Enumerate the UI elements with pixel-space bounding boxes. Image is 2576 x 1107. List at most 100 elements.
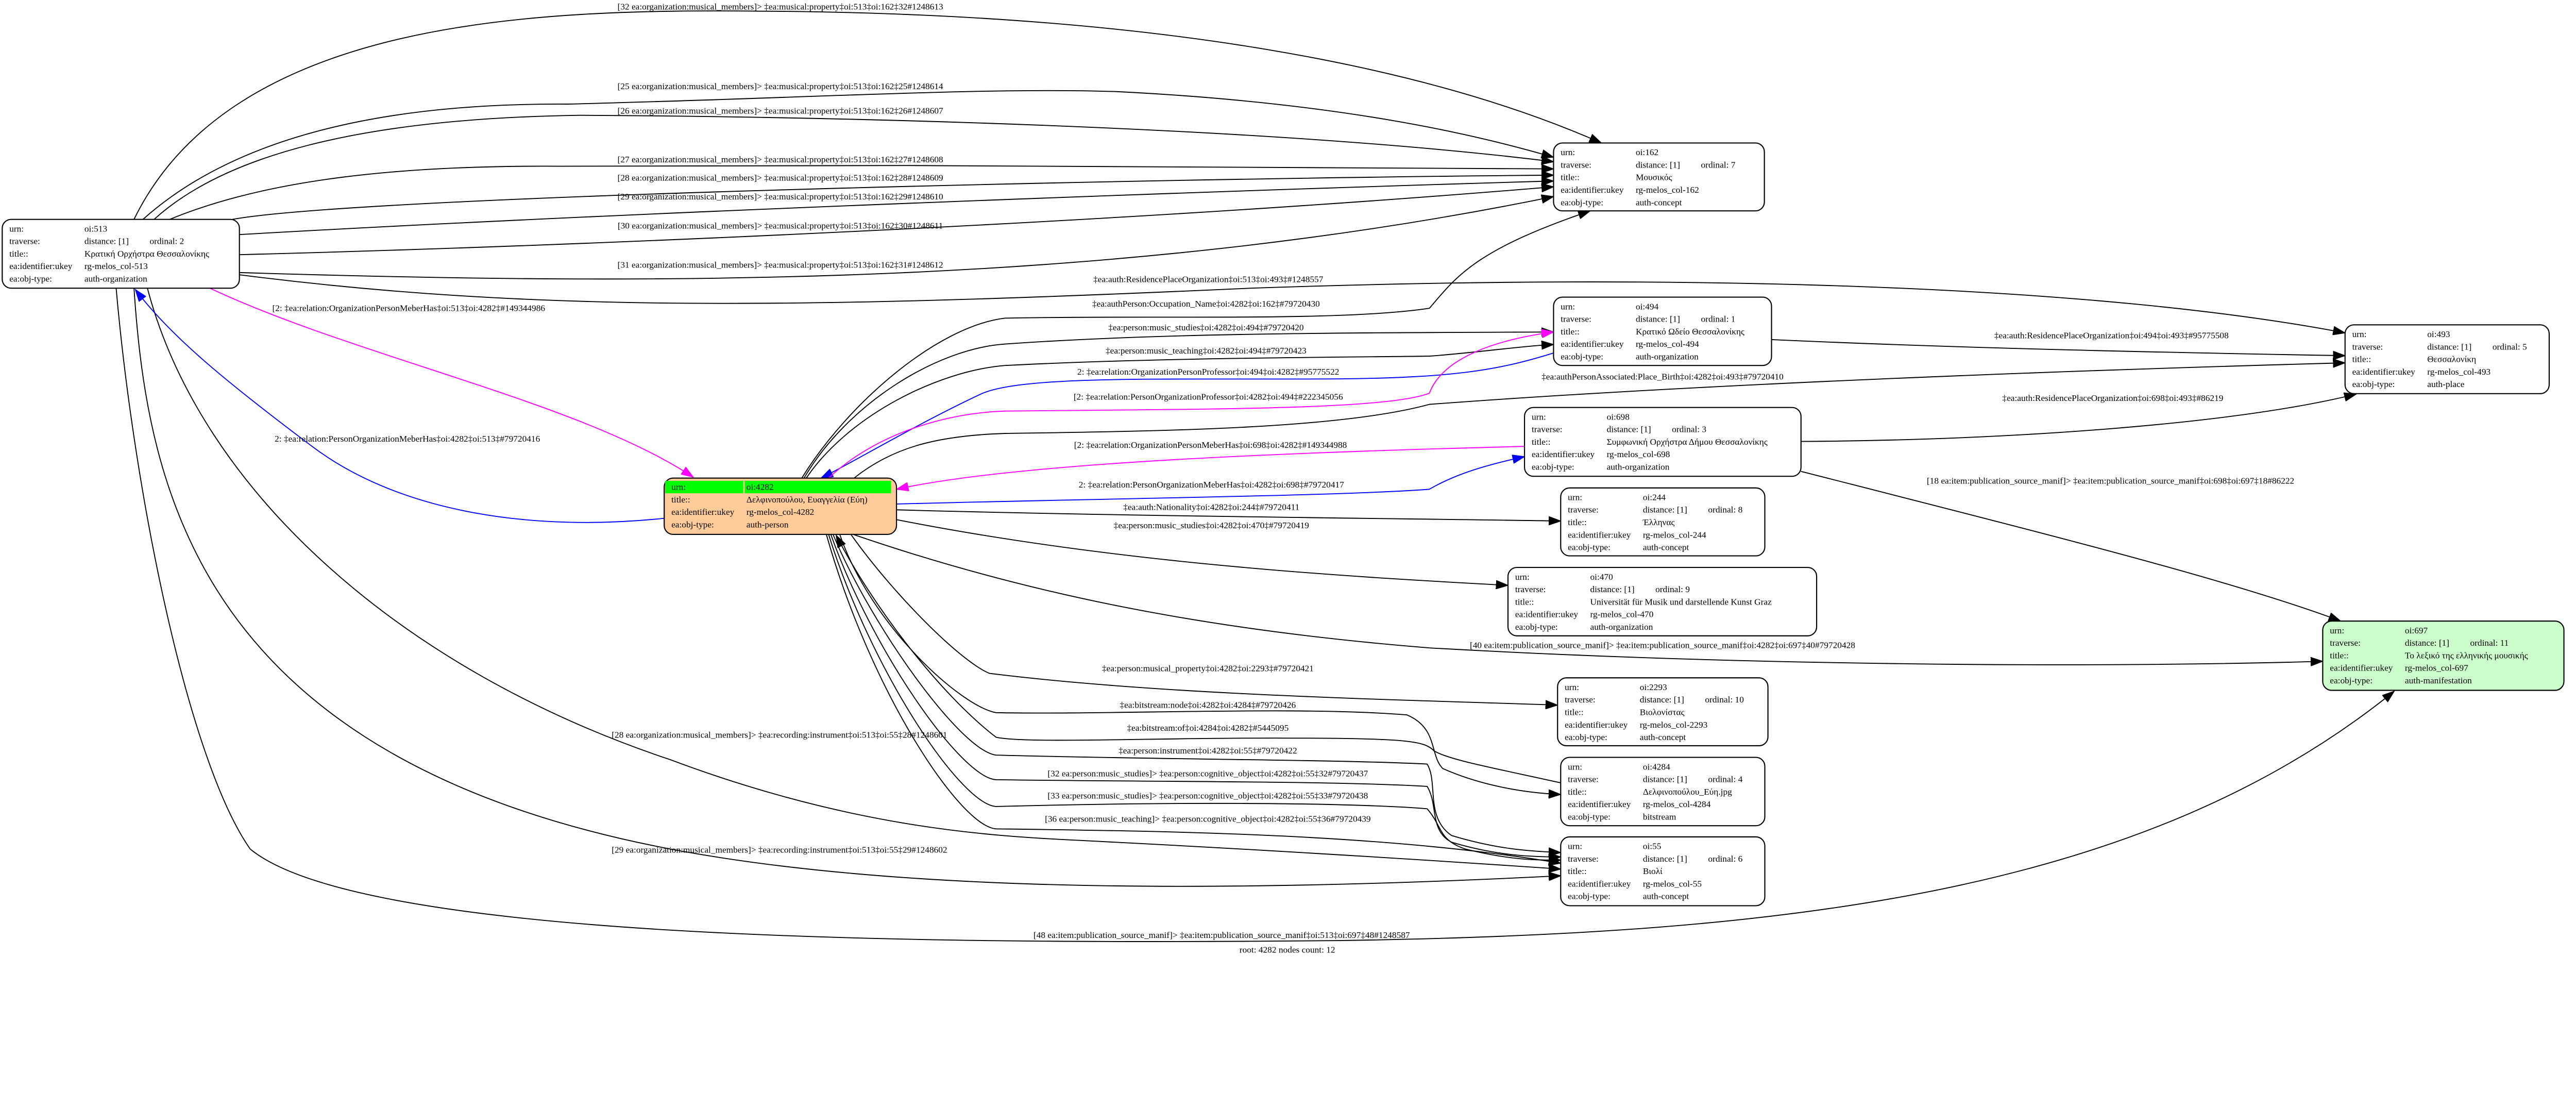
field-label-ukey: ea:identifier:ukey [1561, 339, 1624, 349]
field-value-distance: distance: [1] [84, 237, 129, 246]
edge-label: 2: ‡ea:relation:PersonOrganizationMeberH… [1079, 480, 1344, 490]
field-label-title: title:: [1515, 597, 1534, 607]
edge-513-to-162[interactable] [142, 90, 1553, 220]
field-value-ukey: rg-melos_col-4284 [1643, 799, 1711, 809]
edge-label: [30 ea:organization:musical_members]> ‡e… [618, 221, 943, 230]
edges-layer [115, 10, 2394, 942]
edge-4282-to-4284[interactable] [839, 534, 1561, 795]
node-box [2344, 324, 2550, 394]
root-highlight-label [665, 480, 743, 494]
field-value-title: Universität für Musik und darstellende K… [1590, 597, 1772, 607]
field-label-traverse: traverse: [9, 237, 40, 246]
edge-4282-to-55[interactable] [830, 534, 1561, 857]
edge-513-to-55[interactable] [147, 288, 1561, 869]
edge-513-to-162[interactable] [154, 114, 1553, 220]
edge-698-to-493[interactable] [1801, 394, 2357, 442]
field-value-obj-type: auth-organization [84, 274, 147, 284]
field-value-ordinal: ordinal: 1 [1701, 314, 1736, 324]
edge-label: ‡ea:person:musical_property‡oi:4282‡oi:2… [1102, 664, 1314, 674]
field-value-title: Βιολί [1643, 866, 1663, 876]
edge-513-to-697[interactable] [115, 288, 2394, 942]
edge-label: [2: ‡ea:relation:OrganizationPersonMeber… [1074, 440, 1347, 450]
field-value-obj-type: auth-place [2427, 379, 2464, 389]
field-label-urn: urn: [1532, 412, 1546, 422]
edge-513-to-162[interactable] [232, 175, 1554, 220]
field-value-urn: oi:162 [1636, 147, 1658, 157]
field-value-distance: distance: [1] [1636, 314, 1680, 324]
edge-4282-to-697[interactable] [853, 534, 2323, 665]
field-value-obj-type: auth-concept [1643, 892, 1689, 901]
edge-698-to-4282[interactable] [896, 446, 1525, 489]
root-highlight-value [744, 480, 891, 494]
edge-4282-to-2293[interactable] [850, 534, 1558, 705]
field-value-ordinal: ordinal: 2 [149, 237, 184, 246]
edge-513-to-55[interactable] [133, 288, 1561, 887]
field-value-ukey: rg-melos_col-162 [1636, 185, 1699, 195]
edge-698-to-697[interactable] [1801, 471, 2341, 622]
field-label-traverse: traverse: [1515, 584, 1546, 594]
edge-513-to-162[interactable] [239, 196, 1554, 280]
field-label-traverse: traverse: [1568, 505, 1599, 515]
field-label-urn: urn: [1568, 492, 1582, 502]
edge-4282-to-55[interactable] [828, 534, 1561, 860]
edge-4282-to-55[interactable] [833, 534, 1561, 852]
edge-4282-to-55[interactable] [826, 534, 1561, 863]
edge-label: ‡ea:authPersonAssociated:Place_Birth‡oi:… [1541, 372, 1784, 381]
edge-513-to-493[interactable] [239, 274, 2345, 333]
edge-label: [40 ea:item:publication_source_manif]> ‡… [1470, 640, 1855, 650]
field-value-ukey: rg-melos_col-697 [2405, 663, 2468, 673]
field-label-title: title:: [9, 249, 28, 259]
field-value-urn: oi:697 [2405, 626, 2428, 635]
field-value-obj-type: auth-organization [1636, 351, 1699, 361]
field-value-urn: oi:698 [1607, 412, 1630, 422]
edge-label: [32 ea:organization:musical_members]> ‡e… [618, 2, 943, 12]
field-label-obj-type: ea:obj-type: [1568, 812, 1611, 821]
field-label-obj-type: ea:obj-type: [1561, 351, 1603, 361]
edge-494-to-4282[interactable] [821, 353, 1554, 478]
field-value-obj-type: auth-concept [1636, 197, 1682, 207]
edge-label: [48 ea:item:publication_source_manif]> ‡… [1033, 930, 1410, 940]
edge-513-to-162[interactable] [239, 181, 1554, 236]
edge-4282-to-244[interactable] [896, 509, 1561, 521]
edge-4282-to-162[interactable] [801, 211, 1590, 479]
edge-513-to-4282[interactable] [210, 288, 693, 477]
edge-513-to-162[interactable] [239, 187, 1554, 256]
node-box [1507, 567, 1818, 636]
edge-513-to-162[interactable] [133, 10, 1601, 220]
edge-4282-to-493[interactable] [854, 363, 2345, 479]
graph-footer: root: 4282 nodes count: 12 [1240, 945, 1335, 955]
field-label-title: title:: [1568, 517, 1587, 527]
field-value-title: Κρατικό Ωδείο Θεσσαλονίκης [1636, 327, 1744, 337]
edge-4282-to-513[interactable] [135, 290, 665, 523]
field-value-title: Έλληνας [1642, 517, 1675, 527]
edge-label: [2: ‡ea:relation:PersonOrganizationProfe… [1074, 392, 1343, 401]
edge-4282-to-494[interactable] [806, 344, 1553, 479]
node-box [1553, 296, 1772, 366]
field-value-ukey: rg-melos_col-513 [84, 261, 148, 271]
edge-494-to-493[interactable] [1771, 339, 2345, 356]
edge-label: ‡ea:authPerson:Occupation_Name‡oi:4282‡o… [1092, 299, 1320, 309]
edge-4282-to-698[interactable] [896, 457, 1524, 505]
field-value-ukey: rg-melos_col-698 [1607, 449, 1670, 459]
edge-label: ‡ea:bitstream:of‡oi:4284‡oi:4282‡#544509… [1127, 723, 1289, 733]
edge-4282-to-494[interactable] [803, 332, 1554, 479]
field-label-urn: urn: [1515, 572, 1530, 582]
field-value-distance: distance: [1] [1640, 695, 1684, 705]
field-label-ukey: ea:identifier:ukey [9, 261, 73, 271]
edge-4284-to-4282[interactable] [836, 535, 1561, 783]
edge-4282-to-494[interactable] [828, 332, 1553, 479]
edge-label: [28 ea:organization:musical_members]> ‡e… [618, 173, 943, 183]
edge-4282-to-470[interactable] [896, 519, 1508, 585]
